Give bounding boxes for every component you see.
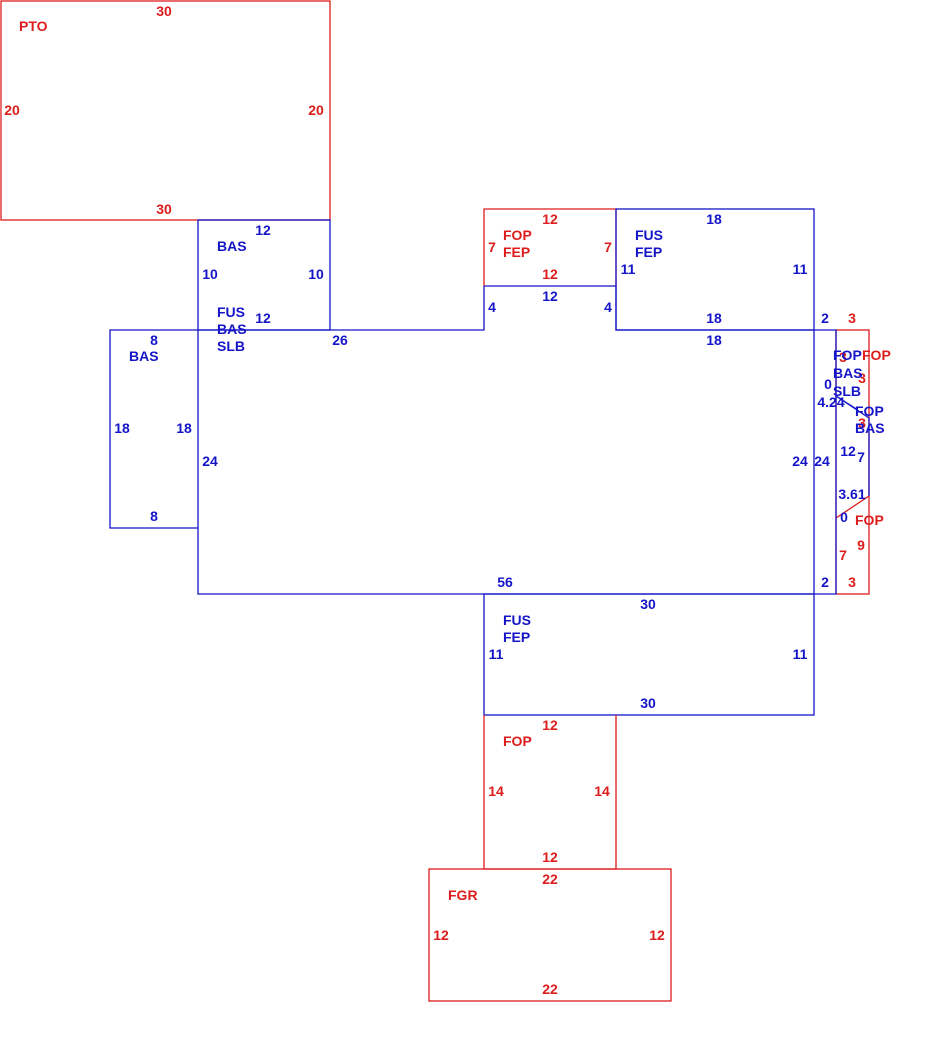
bas-left-dim-right: 18	[176, 420, 192, 436]
fus-fep-top-dim-left: 11	[621, 261, 636, 277]
right-strip-outline	[814, 329, 837, 595]
right-strip-code-2: BAS	[833, 365, 863, 381]
bas-upper-dim-left: 10	[202, 266, 218, 282]
right-strip-dim-3-61: 3.61	[838, 486, 865, 502]
fus-fep-bottom-dim-right: 11	[793, 646, 808, 662]
main-dim-top-left: 12	[255, 310, 271, 326]
right-strip-dim-7: 7	[857, 449, 865, 465]
right-strip-code-4: FOP	[855, 403, 884, 419]
right-strip-dim-24: 24	[814, 453, 830, 469]
area-bas-left: BAS 8 8 18 18	[109, 329, 198, 529]
right-fop-dim-top: 3	[848, 310, 856, 326]
fus-fep-bottom-code-2: FEP	[503, 629, 530, 645]
area-main: FUS BAS SLB 12 26 24 24 56 4 12 4 18 2 2	[197, 285, 829, 595]
right-fop-code-2: FOP	[855, 512, 884, 528]
fop-fep-top-dim-top: 12	[542, 211, 558, 227]
area-pto: PTO 30 30 20 20	[0, 0, 331, 221]
fus-fep-top-code-1: FUS	[635, 227, 663, 243]
right-strip-code-5: BAS	[855, 420, 885, 436]
bas-left-code: BAS	[129, 348, 159, 364]
fus-fep-bottom-dim-left: 11	[489, 646, 504, 662]
bas-left-dim-left: 18	[114, 420, 130, 436]
right-fop-dim-9: 9	[857, 537, 865, 553]
bas-left-dim-top: 8	[150, 332, 158, 348]
right-fop-code-1: FOP	[862, 347, 891, 363]
main-dim-bottom: 56	[497, 574, 513, 590]
right-fop-diagonal	[835, 495, 870, 519]
right-fop-dim-right-mid: 3	[858, 415, 866, 431]
pto-dim-right: 20	[308, 102, 324, 118]
fop-bottom-dim-bottom: 12	[542, 849, 558, 865]
main-dim-top-mid: 26	[332, 332, 348, 348]
fgr-dim-right: 12	[649, 927, 665, 943]
fus-fep-bottom-code-1: FUS	[503, 612, 531, 628]
pto-dim-top: 30	[156, 3, 172, 19]
bas-upper-dim-right: 10	[308, 266, 324, 282]
fop-bottom-dim-top: 12	[542, 717, 558, 733]
fop-fep-top-dim-right: 7	[604, 239, 612, 255]
bas-upper-code: BAS	[217, 238, 247, 254]
bas-left-outline	[109, 329, 198, 529]
right-strip-code-3: SLB	[833, 383, 861, 399]
pto-dim-left: 20	[4, 102, 20, 118]
right-strip-dim-12: 12	[840, 443, 856, 459]
right-strip-dim-0b: 0	[840, 509, 848, 525]
right-strip-diagonal	[835, 395, 859, 411]
right-strip-code-1: FOP	[833, 347, 862, 363]
pto-dim-bottom: 30	[156, 201, 172, 217]
main-dim-corner-bottom: 2	[821, 574, 829, 590]
fus-fep-top-outline	[615, 208, 815, 331]
fus-fep-top-dim-top: 18	[706, 211, 722, 227]
main-dim-notch-right: 4	[604, 299, 612, 315]
area-fgr: FGR 22 22 12 12	[428, 868, 672, 1002]
right-fop-dim-bottom: 3	[848, 574, 856, 590]
right-fop-dim-right-upper: 3	[858, 370, 866, 386]
area-fus-fep-bottom: FUS FEP 30 30 11 11	[483, 593, 815, 716]
fus-fep-bottom-outline	[483, 593, 815, 716]
main-dim-corner-top: 2	[821, 310, 829, 326]
fop-fep-top-code-2: FEP	[503, 244, 530, 260]
fus-fep-bottom-dim-bottom: 30	[640, 695, 656, 711]
area-fop-bottom: FOP 12 12 14 14	[483, 715, 617, 870]
right-strip-dim-4-24: 4.24	[817, 394, 844, 410]
fgr-dim-top: 22	[542, 871, 558, 887]
fus-fep-top-dim-right: 11	[793, 261, 808, 277]
fop-bottom-dim-right: 14	[594, 783, 610, 799]
fgr-dim-bottom: 22	[542, 981, 558, 997]
main-dim-left: 24	[202, 453, 218, 469]
right-fop-dim-7: 7	[839, 547, 847, 563]
area-right-strip: FOP BAS SLB FOP BAS 0 4.24 12 7 24 3.61 …	[814, 329, 885, 595]
area-fop-fep-top: FOP FEP 12 12 7 7	[483, 208, 617, 286]
fop-bottom-code: FOP	[503, 733, 532, 749]
main-code-3: SLB	[217, 338, 245, 354]
main-code-2: BAS	[217, 321, 247, 337]
area-fus-fep-top: FUS FEP 18 18 11 11	[615, 208, 815, 331]
main-dim-right: 24	[792, 453, 808, 469]
fus-fep-top-dim-bottom: 18	[706, 310, 722, 326]
right-fop-dim-3-small: 3	[839, 349, 847, 365]
main-dim-notch-left: 4	[488, 299, 496, 315]
pto-code: PTO	[19, 18, 48, 34]
main-dim-notch-top: 12	[542, 288, 558, 304]
bas-upper-dim-top: 12	[255, 222, 271, 238]
fgr-outline	[428, 868, 672, 1002]
main-code-1: FUS	[217, 304, 245, 320]
main-dim-top-right: 18	[706, 332, 722, 348]
bas-left-dim-bottom: 8	[150, 508, 158, 524]
fop-fep-top-dim-left: 7	[488, 239, 496, 255]
fus-fep-top-code-2: FEP	[635, 244, 662, 260]
fgr-dim-left: 12	[433, 927, 449, 943]
right-strip-dim-0a: 0	[824, 376, 832, 392]
fop-bottom-dim-left: 14	[488, 783, 504, 799]
fop-fep-top-code-1: FOP	[503, 227, 532, 243]
fgr-code: FGR	[448, 887, 478, 903]
pto-outline	[0, 0, 331, 221]
fus-fep-bottom-dim-top: 30	[640, 596, 656, 612]
fop-fep-top-dim-bottom: 12	[542, 266, 558, 282]
